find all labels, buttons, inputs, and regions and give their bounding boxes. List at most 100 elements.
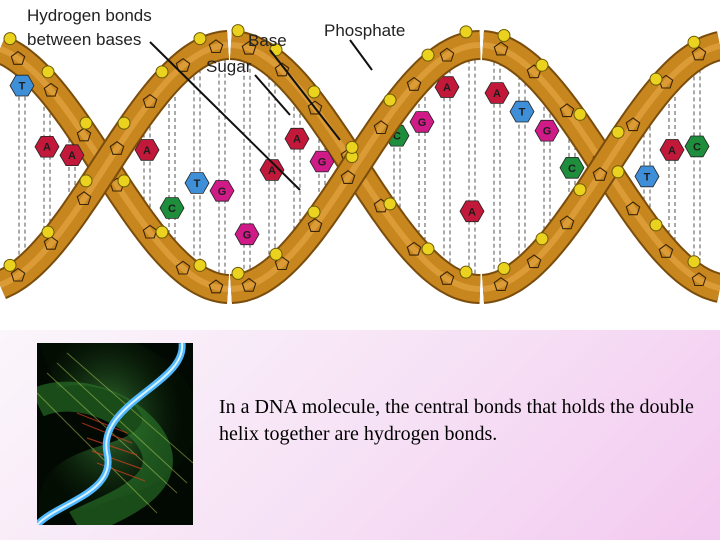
base-letter: C [393, 131, 401, 143]
base-hexagon [559, 156, 585, 179]
sugar-ring [439, 47, 455, 62]
base-A: A [284, 127, 310, 150]
label-phosphate: Phosphate [324, 21, 405, 40]
sugar-ring [109, 141, 125, 155]
pointer-base [269, 49, 341, 141]
phosphate-bead [345, 140, 359, 154]
sugar-ring [76, 127, 92, 142]
base-hexagon [534, 119, 560, 142]
phosphate-bead [3, 258, 17, 272]
label-base: Base [248, 31, 287, 50]
base-A: A [484, 82, 510, 104]
base-T: T [184, 172, 210, 194]
phosphate-bead [497, 262, 511, 275]
sugar-ring [625, 117, 641, 132]
base-hexagon [309, 150, 335, 173]
sugar-ring [340, 170, 356, 184]
phosphate-bead [535, 58, 549, 72]
phosphate-bead [117, 116, 131, 130]
base-letter: A [293, 134, 301, 146]
base-letter: G [543, 126, 552, 138]
phosphate-bead [79, 116, 93, 130]
phosphate-bead [459, 265, 473, 279]
phosphate-bead [269, 247, 283, 261]
base-hexagon [434, 76, 460, 98]
base-A: A [134, 139, 160, 161]
base-hexagon [134, 139, 160, 161]
base-A: A [659, 139, 685, 161]
phosphate-bead [155, 225, 169, 239]
phosphate-bead [611, 165, 625, 179]
base-hexagon [509, 100, 535, 123]
base-letter: T [519, 107, 526, 119]
phosphate-bead [41, 65, 55, 79]
base-letter: T [194, 178, 201, 190]
strand-2-highlight [482, 43, 720, 292]
pointer-phosphate [349, 39, 373, 71]
sugar-ring [406, 76, 422, 91]
base-G: G [309, 150, 335, 173]
base-letter: C [693, 141, 701, 153]
base-A: A [59, 144, 85, 167]
pointer-hydrogen-bonds [149, 41, 301, 191]
base-letter: A [493, 88, 501, 100]
sugar-ring [142, 93, 158, 108]
base-letter: C [168, 203, 176, 215]
base-C: C [559, 156, 585, 179]
base-letter: G [418, 117, 427, 129]
phosphate-group [3, 24, 701, 280]
label-hydrogen-bonds-line1: Hydrogen bonds [27, 6, 152, 25]
base-hexagon [284, 127, 310, 150]
base-letter: A [468, 206, 476, 218]
label-hydrogen-bonds-line2: between bases [27, 30, 141, 49]
base-letter: A [443, 82, 451, 94]
base-hexagon [634, 165, 660, 188]
base-G: G [534, 119, 560, 142]
base-hexagon [9, 74, 35, 97]
phosphate-bead [649, 218, 663, 232]
phosphate-bead [611, 125, 625, 139]
base-hexagon [34, 135, 60, 158]
base-letter: T [19, 81, 26, 93]
base-letter: G [318, 157, 327, 169]
phosphate-bead [193, 32, 207, 46]
pointer-sugar [254, 74, 291, 116]
sugar-ring [43, 235, 59, 250]
sugar-ring [691, 46, 707, 61]
sugar-ring [625, 201, 641, 216]
base-G: G [409, 111, 435, 133]
sugar-ring [406, 241, 422, 256]
base-letter: A [43, 142, 51, 154]
base-hexagon [184, 172, 210, 194]
label-sugar: Sugar [206, 57, 252, 76]
sugar-ring [526, 254, 542, 269]
strand-2-highlight [0, 42, 229, 288]
phosphate-bead [459, 25, 473, 39]
sugar-ring [658, 243, 674, 258]
sugar-ring [10, 267, 26, 282]
phosphate-bead [155, 65, 169, 79]
base-letter: A [668, 145, 676, 157]
base-letter: G [243, 229, 252, 241]
sugar-ring [241, 40, 257, 55]
backbone-strand-front [0, 30, 720, 304]
phosphate-bead [231, 266, 245, 280]
base-letter: C [568, 163, 576, 175]
phosphate-bead [193, 258, 207, 272]
base-hexagon [484, 82, 510, 104]
sugar-ring [274, 62, 290, 77]
sugar-ring [175, 260, 191, 275]
base-hexagon [684, 135, 710, 158]
sugar-ring [142, 224, 158, 239]
base-hexagon [234, 223, 260, 246]
sugar-ring [43, 82, 59, 97]
phosphate-bead [497, 29, 511, 42]
base-G: G [209, 180, 235, 202]
base-hexagon [459, 200, 485, 223]
sugar-ring [307, 218, 323, 232]
label-pointers [149, 39, 373, 191]
phosphate-bead [3, 32, 17, 46]
sugar-ring [307, 100, 323, 115]
